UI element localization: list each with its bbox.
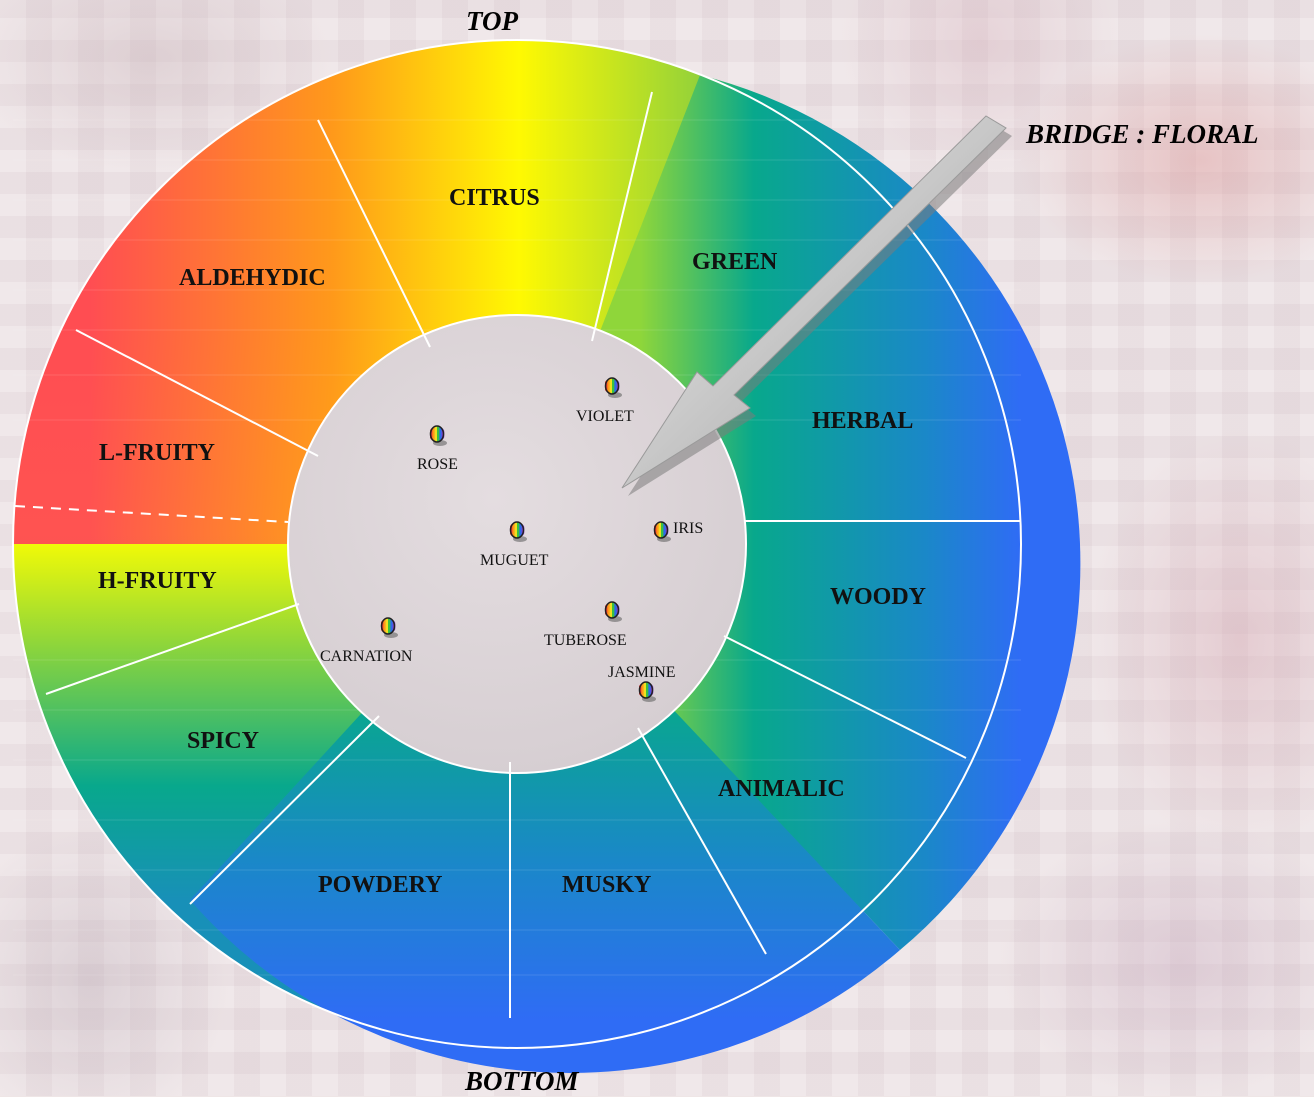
bulb-icon bbox=[380, 617, 398, 638]
segment-label-green: GREEN bbox=[692, 249, 778, 275]
caption-top: TOP bbox=[466, 6, 518, 36]
note-marker-jasmine: JASMINE bbox=[608, 664, 676, 702]
svg-text:IRIS: IRIS bbox=[673, 520, 703, 537]
note-marker-violet: VIOLET bbox=[576, 377, 634, 425]
bulb-icon bbox=[604, 601, 622, 622]
floral-center bbox=[287, 314, 747, 774]
segment-label-woody: WOODY bbox=[830, 584, 926, 610]
bridge-arrow bbox=[621, 115, 1012, 496]
segment-label-powdery: POWDERY bbox=[318, 872, 443, 898]
note-marker-muguet: MUGUET bbox=[480, 521, 549, 569]
segment-labels: CITRUS GREEN HERBAL WOODY ANIMALIC MUSKY… bbox=[98, 185, 926, 898]
svg-text:VIOLET: VIOLET bbox=[576, 408, 634, 425]
segment-label-herbal: HERBAL bbox=[812, 408, 913, 434]
ring-banding bbox=[13, 119, 1021, 976]
segment-label-animalic: ANIMALIC bbox=[718, 776, 845, 802]
note-marker-carnation: CARNATION bbox=[320, 617, 413, 665]
segment-label-aldehydic: ALDEHYDIC bbox=[179, 265, 326, 291]
segment-dividers bbox=[14, 91, 1021, 1018]
segment-label-spicy: SPICY bbox=[187, 728, 259, 754]
caption-bridge-floral: BRIDGE : FLORAL bbox=[1026, 119, 1259, 149]
svg-text:TUBEROSE: TUBEROSE bbox=[544, 632, 627, 649]
bulb-icon bbox=[604, 377, 622, 398]
svg-text:CARNATION: CARNATION bbox=[320, 648, 413, 665]
note-marker-tuberose: TUBEROSE bbox=[544, 601, 627, 649]
segment-label-citrus: CITRUS bbox=[449, 185, 540, 211]
svg-text:MUGUET: MUGUET bbox=[480, 552, 549, 569]
bulb-icon bbox=[638, 681, 656, 702]
svg-text:ROSE: ROSE bbox=[417, 456, 458, 473]
note-marker-iris: IRIS bbox=[653, 520, 703, 542]
wheel-ring bbox=[12, 39, 1081, 1073]
ring-right-fill bbox=[517, 75, 1081, 950]
svg-text:JASMINE: JASMINE bbox=[608, 664, 676, 681]
floral-note-markers: VIOLET ROSE IRIS MUGUET TUBEROSE CARNATI… bbox=[320, 377, 703, 702]
bridge-arrow-body bbox=[621, 115, 1007, 489]
bulb-icon bbox=[653, 521, 671, 542]
bulb-icon bbox=[429, 425, 447, 446]
caption-bottom: BOTTOM bbox=[465, 1066, 579, 1096]
segment-label-l-fruity: L-FRUITY bbox=[99, 440, 215, 466]
note-marker-rose: ROSE bbox=[417, 425, 458, 473]
ring-bottom-fill bbox=[190, 544, 900, 1073]
segment-label-musky: MUSKY bbox=[562, 872, 651, 898]
bulb-icon bbox=[509, 521, 527, 542]
segment-label-h-fruity: H-FRUITY bbox=[98, 568, 217, 594]
